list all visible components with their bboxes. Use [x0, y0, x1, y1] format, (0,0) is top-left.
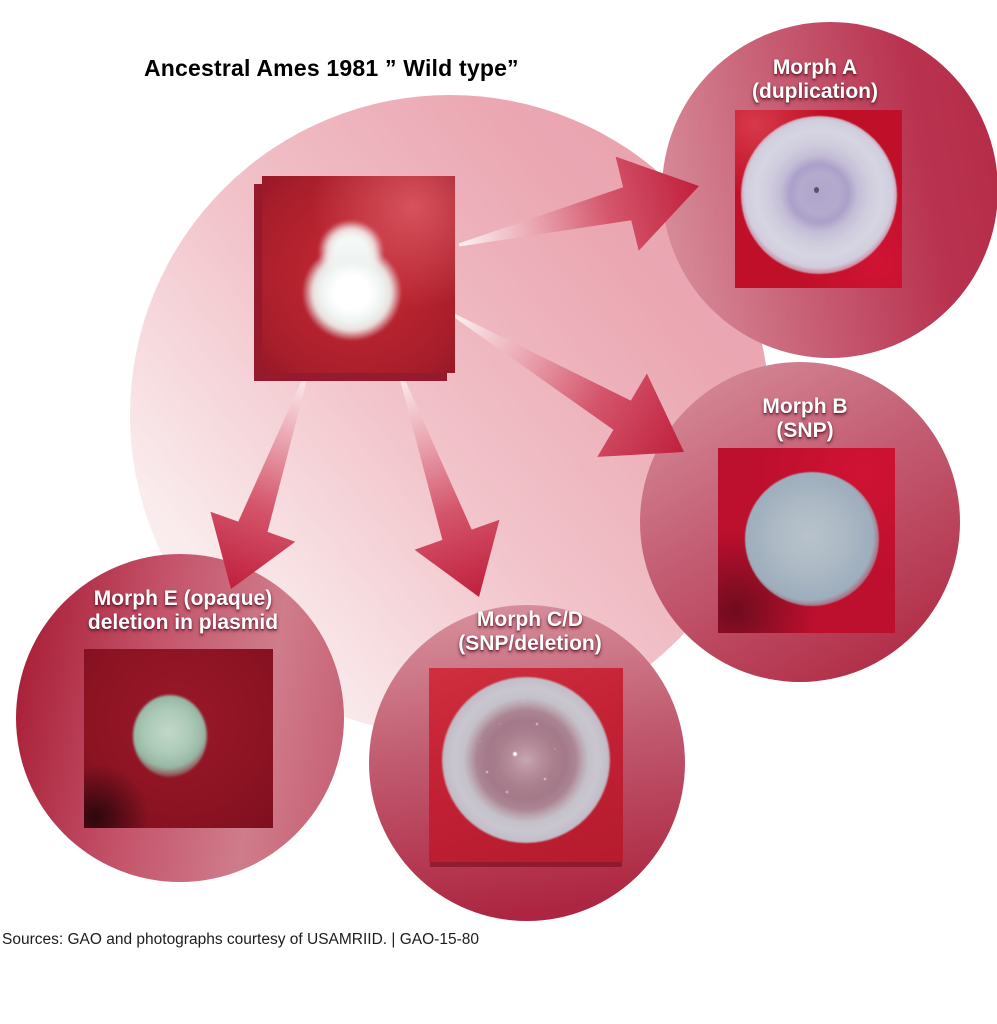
morph-b-label: Morph B (SNP) — [655, 395, 955, 443]
wild-type-colony-photo — [262, 176, 455, 373]
morph-b-label-line2: (SNP) — [776, 419, 834, 443]
morph-cd-label-line1: Morph C/D — [476, 608, 584, 631]
morph-a-label-line2: (duplication) — [752, 80, 878, 104]
morph-cd-colony-photo — [429, 668, 623, 862]
morph-a-label-line1: Morph A — [772, 56, 858, 79]
source-note: Sources: GAO and photographs courtesy of… — [2, 931, 479, 948]
morph-e-colony — [133, 695, 207, 777]
morph-a-colony-center-dot — [814, 187, 819, 193]
morph-a-colony — [741, 116, 897, 274]
wild-type-colony — [302, 244, 402, 341]
page-title: Ancestral Ames 1981 ” Wild type” — [144, 55, 519, 81]
morph-a-colony-photo — [735, 110, 902, 288]
mutation-arrow-ancestral-to-morph-b — [451, 312, 684, 457]
morph-e-label-line2: deletion in plasmid — [87, 611, 279, 635]
mutation-arrow-ancestral-to-morph-a — [458, 156, 699, 251]
morph-e-colony-photo — [84, 649, 273, 828]
morph-cd-colony-ring — [442, 677, 610, 843]
morph-cd-label-line2: (SNP/deletion) — [458, 632, 602, 656]
morph-cd-label: Morph C/D (SNP/deletion) — [380, 608, 680, 656]
mutation-arrow-ancestral-to-morph-cd — [397, 369, 500, 597]
mutation-arrow-ancestral-to-morph-e — [210, 369, 310, 589]
morph-e-label: Morph E (opaque) deletion in plasmid — [33, 587, 333, 635]
morph-cd-colony-speckles — [513, 752, 517, 756]
morph-b-colony-photo — [718, 448, 895, 633]
morph-a-label: Morph A (duplication) — [665, 56, 965, 104]
morph-b-colony — [745, 472, 879, 606]
morph-b-label-line1: Morph B — [762, 395, 848, 418]
morph-e-label-line1: Morph E (opaque) — [93, 587, 273, 610]
